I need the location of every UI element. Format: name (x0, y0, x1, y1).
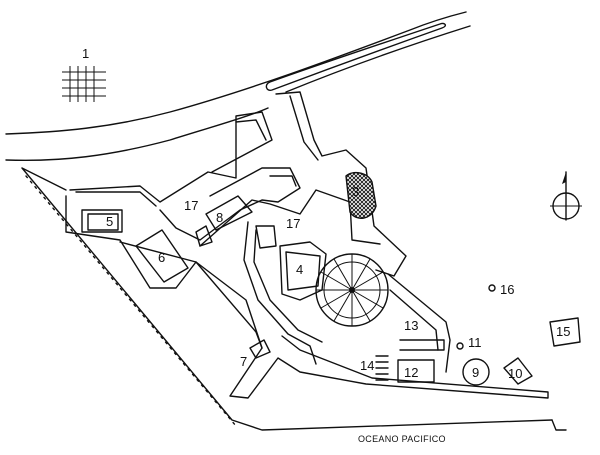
north-arrow-icon (550, 171, 582, 221)
label-13: 13 (404, 318, 418, 333)
label-3: 3 (352, 184, 359, 199)
circle-9 (462, 358, 490, 386)
label-8: 8 (216, 210, 223, 225)
circle-11 (456, 342, 464, 350)
ocean-label: OCEANO PACIFICO (358, 434, 446, 444)
label-12: 12 (404, 365, 418, 380)
label-16: 16 (500, 282, 514, 297)
label-5: 5 (106, 214, 113, 229)
label-6: 6 (158, 250, 165, 265)
site-boundary (21, 167, 567, 431)
grid-icon (62, 66, 106, 102)
label-14: 14 (360, 358, 374, 373)
label-10: 10 (508, 366, 522, 381)
circle-16 (488, 284, 496, 292)
spiral-stair-icon (315, 253, 389, 327)
label-15: 15 (556, 324, 570, 339)
label-17-left: 17 (184, 198, 198, 213)
label-11: 11 (468, 335, 482, 350)
label-4: 4 (296, 262, 303, 277)
label-7: 7 (240, 354, 247, 369)
label-1: 1 (82, 46, 89, 61)
river (5, 11, 471, 162)
hatched-structure (345, 171, 377, 219)
label-17-right: 17 (286, 216, 300, 231)
room-boxes (81, 195, 581, 385)
label-9: 9 (472, 365, 479, 380)
